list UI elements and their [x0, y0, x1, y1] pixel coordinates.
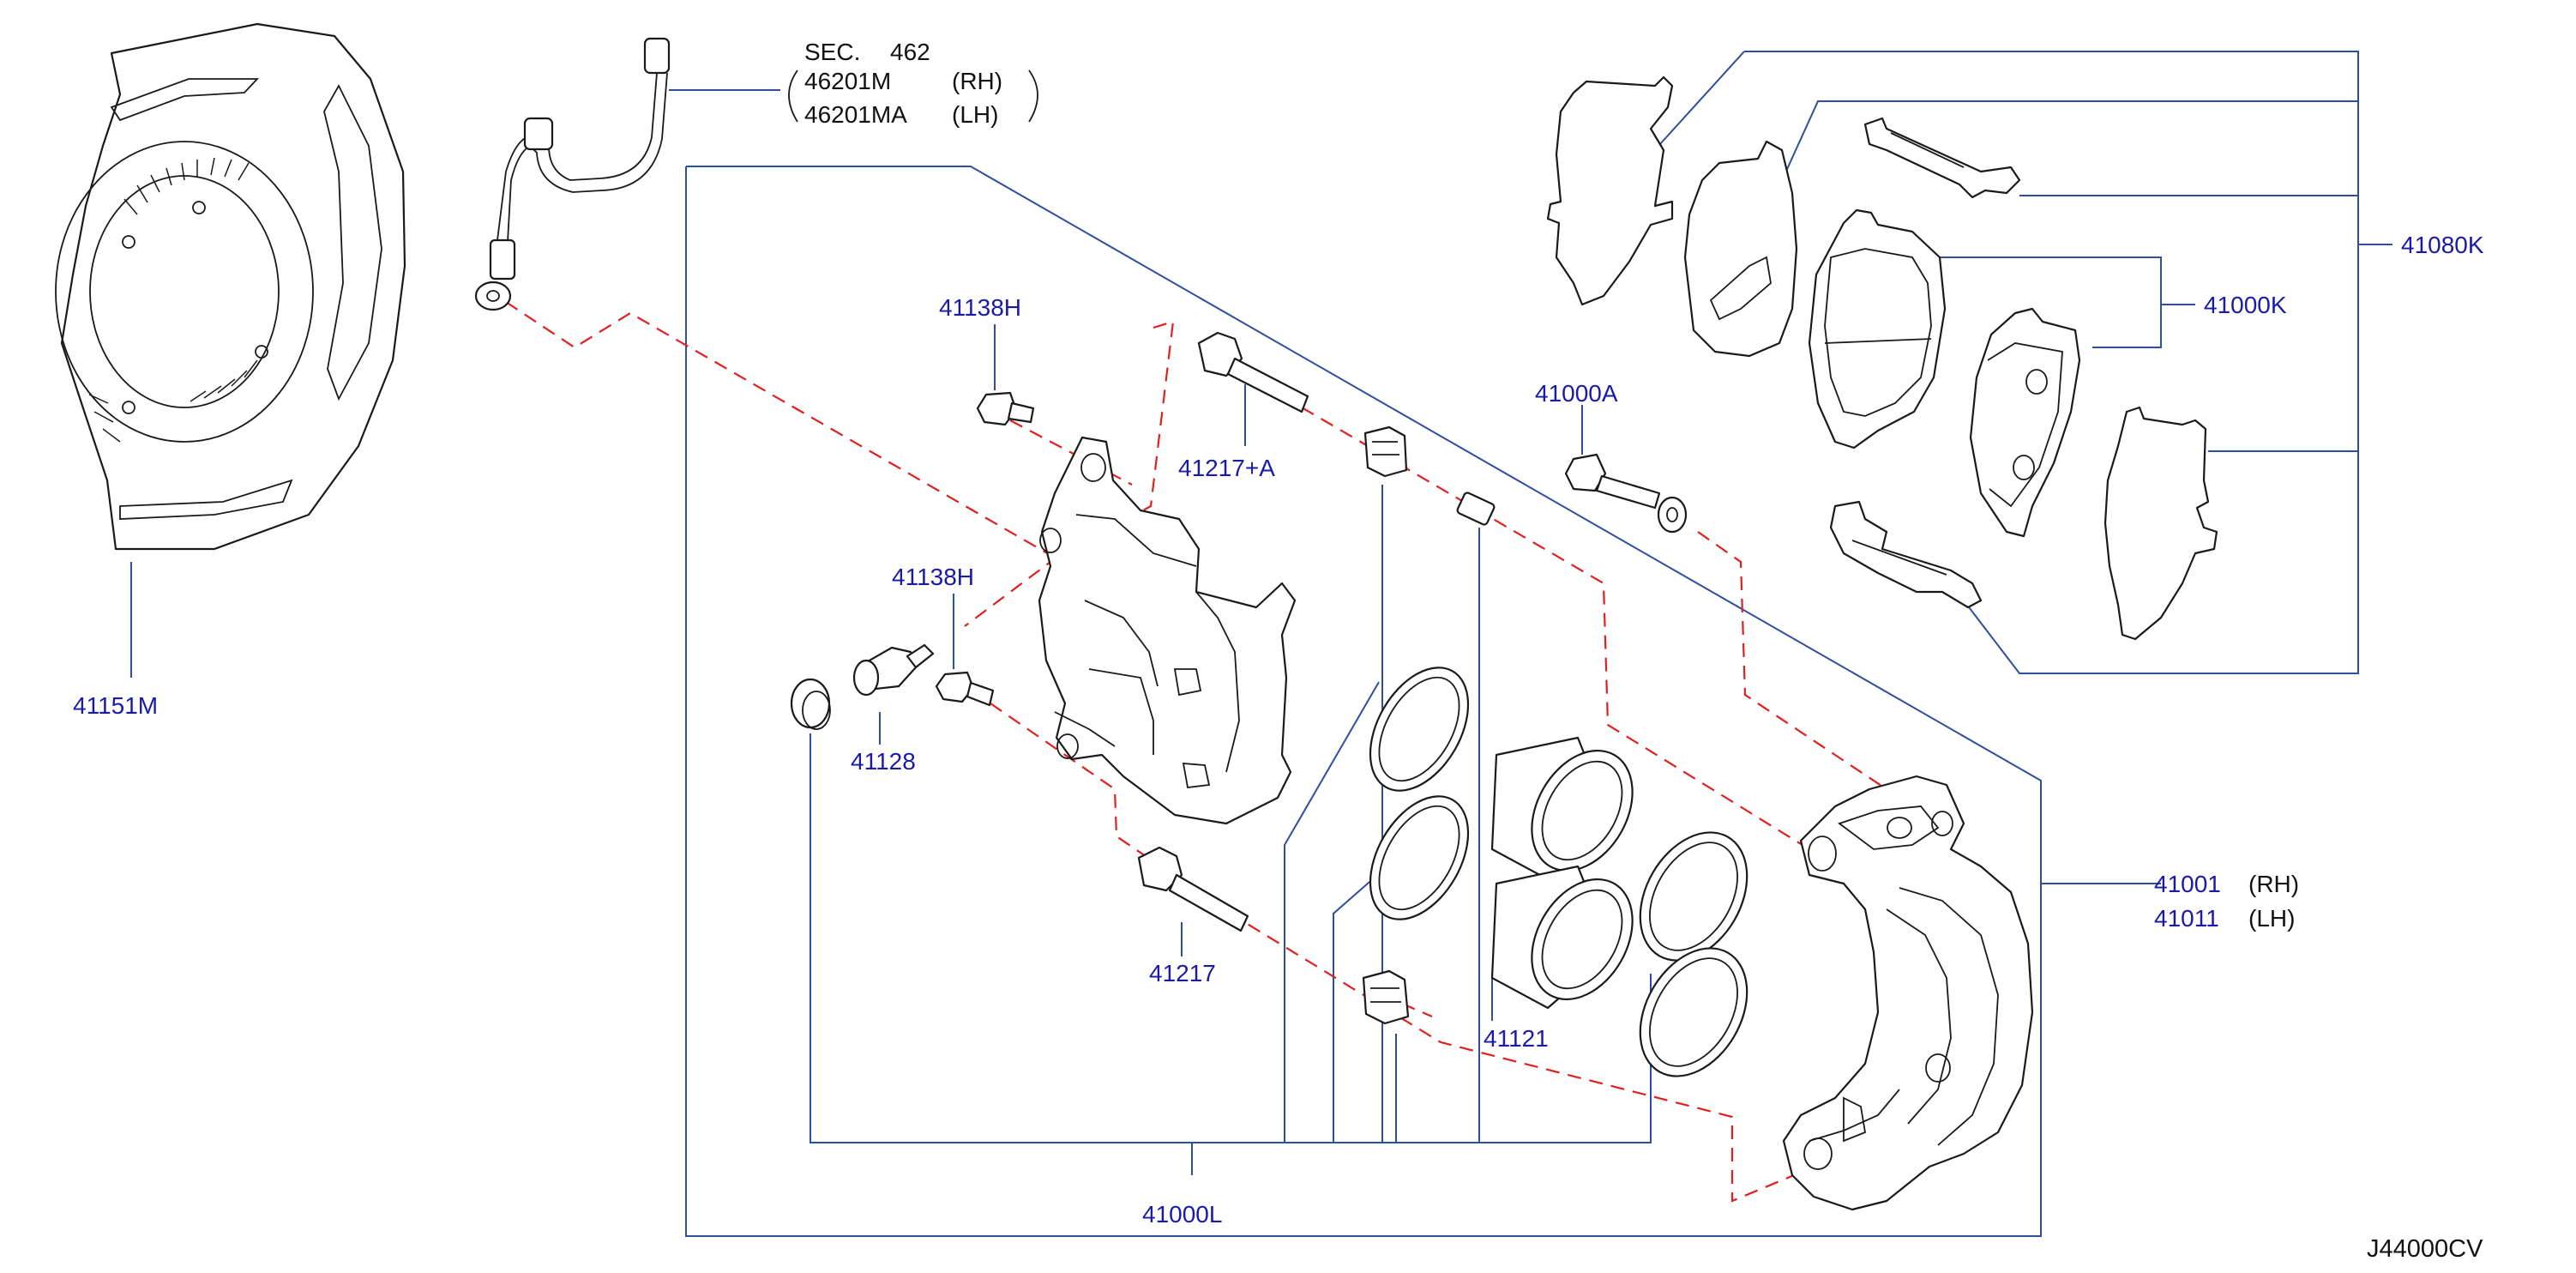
shim-plate-2	[1683, 140, 1798, 358]
boot-bottom	[1362, 969, 1410, 1025]
dust-shield-41151M	[55, 22, 406, 551]
cap-41128	[790, 678, 831, 730]
shield-hatching	[88, 157, 258, 443]
label-41128: 41128	[851, 748, 916, 775]
label-41217: 41217	[1149, 960, 1216, 986]
shim-plate-1	[1546, 75, 1674, 306]
caliper-body-left	[1038, 436, 1297, 825]
sleeve	[1456, 492, 1496, 526]
label-41138H-mid: 41138H	[892, 564, 974, 590]
shim-plate-3	[2104, 406, 2218, 641]
brake-pad-outer	[1808, 208, 1947, 449]
guide-pin-41217	[1137, 846, 1249, 932]
section-reference: SEC. 462 46201M (RH) 46201MA (LH)	[788, 39, 1038, 128]
section-ref-sec: SEC.	[804, 39, 860, 65]
bleeder-bolt-41138H-top	[976, 391, 1035, 426]
label-41000K: 41000K	[2204, 292, 2287, 318]
pad-clip-bottom	[1829, 500, 1983, 609]
label-41000A: 41000A	[1535, 380, 1618, 407]
section-ref-part-rh: 46201M	[804, 68, 891, 94]
brake-hose	[474, 37, 671, 311]
section-ref-right-paren	[1028, 69, 1038, 123]
label-41151M: 41151M	[73, 692, 158, 719]
label-lh-caliper: (LH)	[2248, 905, 2295, 932]
section-ref-left-paren	[788, 69, 798, 123]
section-ref-rh: (RH)	[952, 68, 1002, 94]
bleeder-bolt-41138H-mid	[935, 671, 995, 707]
label-41000L: 41000L	[1142, 1201, 1222, 1228]
section-ref-number: 462	[890, 39, 930, 65]
label-41001: 41001	[2154, 871, 2221, 897]
label-41217A: 41217+A	[1178, 455, 1275, 481]
boot-top	[1363, 425, 1408, 478]
pistons-41121	[1490, 736, 1748, 1077]
label-rh-caliper: (RH)	[2248, 871, 2299, 897]
section-ref-part-lh: 46201MA	[804, 101, 907, 128]
bolt-41000A	[1564, 453, 1688, 534]
brake-pad-inner	[1969, 307, 2081, 538]
caliper-body-right	[1782, 775, 2034, 1211]
label-41011: 41011	[2154, 905, 2219, 932]
label-41121: 41121	[1484, 1025, 1549, 1052]
seal-rings	[1369, 667, 1470, 920]
pad-clip-top	[1863, 117, 2021, 199]
label-41138H-top: 41138H	[939, 294, 1021, 321]
label-41080K: 41080K	[2401, 232, 2484, 258]
leader-lines	[130, 51, 2392, 1237]
part-number-labels: 41151M 41138H 41138H 41217+A 41128 41217…	[73, 232, 2484, 1228]
section-ref-lh: (LH)	[952, 101, 998, 128]
guide-pin-41217A	[1197, 331, 1309, 413]
diagram-code: J44000CV	[2367, 1235, 2483, 1263]
pin-41128	[852, 643, 935, 697]
